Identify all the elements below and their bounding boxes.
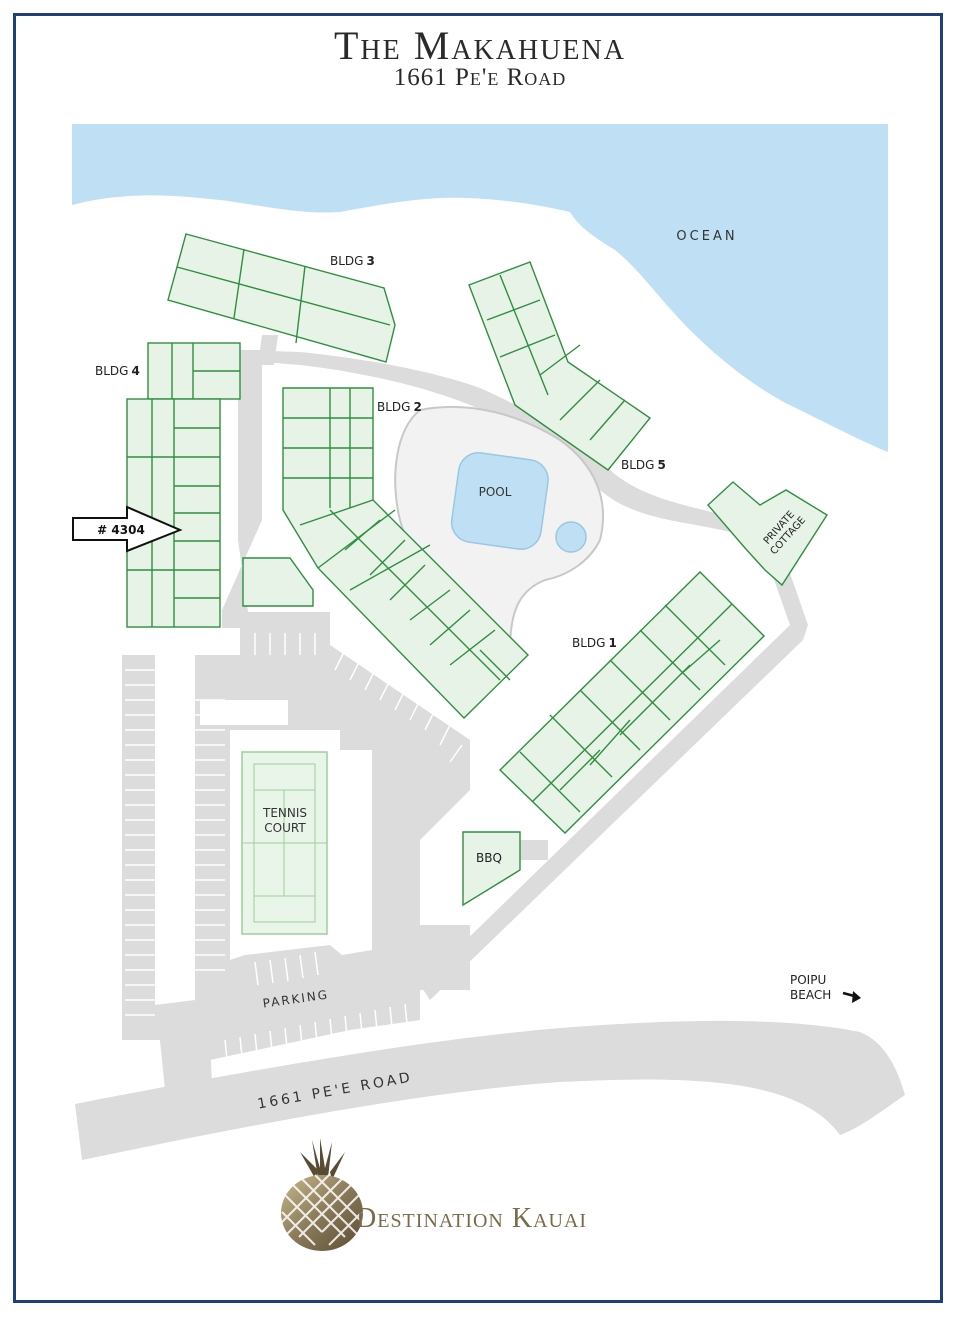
spa [555, 521, 587, 553]
poipu-beach-label: POIPU [790, 973, 826, 987]
road [75, 1020, 905, 1160]
bldg-5 [468, 261, 652, 471]
brand-name: Destination Kauai [356, 1203, 587, 1234]
tennis-court-label-2: COURT [264, 821, 306, 835]
bldg-3 [167, 233, 396, 363]
bldg-2 [282, 387, 529, 719]
bbq-label: BBQ [476, 851, 502, 865]
pool [450, 452, 549, 550]
ocean [72, 124, 888, 452]
ocean-label: OCEAN [676, 229, 737, 244]
planter [242, 557, 314, 607]
unit-marker: # 4304 [72, 505, 183, 553]
private-cottage [707, 481, 828, 587]
buildings [126, 233, 828, 907]
bldg-4 [126, 342, 241, 628]
arrow-right-icon [842, 991, 861, 1003]
parking-island [155, 655, 195, 1005]
pool-label: POOL [479, 485, 512, 499]
page-subtitle: 1661 Pe'e Road [393, 64, 567, 91]
parking-stalls [125, 633, 463, 1061]
map-frame [13, 13, 943, 1303]
poipu-beach-label-2: BEACH [790, 988, 831, 1002]
bbq [462, 831, 521, 907]
tennis-court-label: TENNIS [262, 806, 307, 820]
pineapple-logo [280, 1138, 364, 1251]
tennis-court [241, 751, 328, 935]
bldg-1 [498, 571, 765, 834]
unit-marker-label: # 4304 [97, 523, 145, 537]
page-title: The Makahuena [334, 23, 626, 68]
